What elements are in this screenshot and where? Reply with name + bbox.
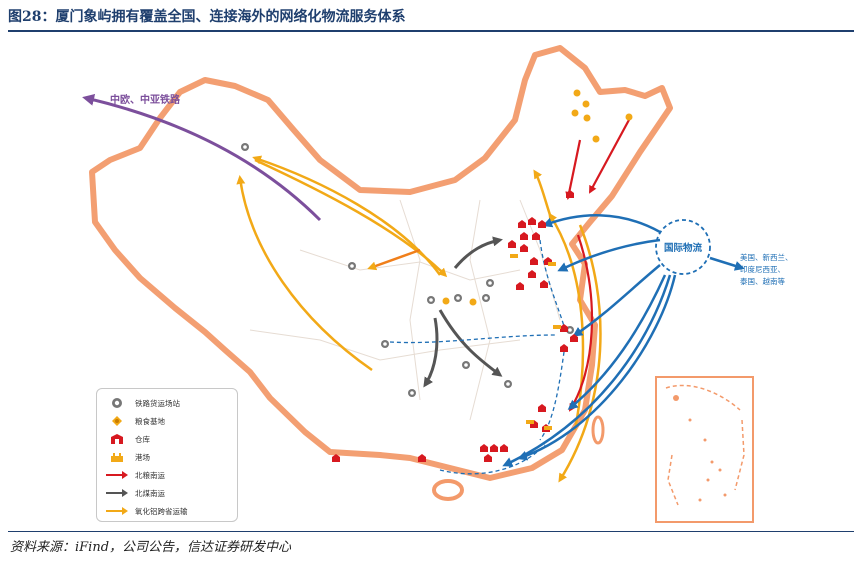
warehouse-icon	[570, 334, 578, 342]
hainan-island	[432, 479, 464, 501]
rail-station-icon	[454, 294, 462, 302]
international-logistics-label: 国际物流	[664, 243, 703, 254]
legend-label: 粮食基地	[135, 416, 165, 426]
rail-station-markers	[241, 143, 574, 397]
taiwan-island	[591, 415, 605, 445]
warehouse-icon	[560, 344, 568, 352]
legend-label: 氧化铝跨省运输	[135, 506, 188, 516]
port-icon	[544, 426, 552, 430]
figure-title: 图28：厦门象屿拥有覆盖全国、连接海外的网络化物流服务体系	[8, 9, 406, 25]
port-icon	[510, 254, 518, 258]
legend-item: 港场	[105, 449, 150, 465]
rail-station-icon	[348, 262, 356, 270]
grain-base-icon	[469, 298, 477, 306]
yellow-arrow-icon	[106, 507, 128, 515]
warehouse-icon	[508, 240, 516, 248]
warehouse-icon	[518, 220, 526, 228]
rail-station-icon	[408, 389, 416, 397]
warehouse-icon	[484, 454, 492, 462]
source-rule	[8, 531, 854, 532]
warehouse-icon	[520, 232, 528, 240]
legend-label: 北粮南运	[135, 470, 165, 480]
warehouse-icon	[530, 257, 538, 265]
warehouse-icon	[560, 324, 568, 332]
warehouse-icon	[540, 280, 548, 288]
legend-item: 北粮南运	[105, 467, 165, 483]
grain-base-icon	[573, 89, 581, 97]
south-sea-islands	[673, 395, 727, 502]
destinations-label-3: 泰国、越南等	[740, 277, 785, 286]
rail-station-icon	[241, 143, 249, 151]
rail-station-icon	[112, 398, 122, 408]
map-legend: 铁路货运场站 粮食基地 仓库 港场 北粮南运 北煤南运 氧化铝跨省运输	[96, 388, 238, 522]
grain-base-icon	[625, 113, 633, 121]
warehouse-icon	[332, 454, 340, 462]
warehouse-icon	[500, 444, 508, 452]
rail-station-icon	[381, 340, 389, 348]
orange-arrow	[367, 248, 421, 271]
grain-base-icon	[582, 100, 590, 108]
rail-station-icon	[504, 380, 512, 388]
gray-arrow-icon	[106, 489, 128, 497]
red-arrow-icon	[106, 471, 128, 479]
legend-item: 氧化铝跨省运输	[105, 503, 188, 519]
grain-base-icon	[592, 135, 600, 143]
grain-base-icon	[571, 109, 579, 117]
legend-item: 北煤南运	[105, 485, 165, 501]
warehouse-icon	[480, 444, 488, 452]
legend-label: 仓库	[135, 434, 150, 444]
destinations-label-2: 印度尼西亚、	[740, 265, 785, 274]
legend-item: 粮食基地	[105, 413, 165, 429]
port-icon	[548, 262, 556, 266]
legend-label: 北煤南运	[135, 488, 165, 498]
legend-label: 铁路货运场站	[135, 398, 180, 408]
port-markers	[510, 254, 561, 430]
south-sea-inset	[655, 376, 754, 523]
warehouse-icon	[566, 190, 574, 198]
warehouse-icon	[538, 220, 546, 228]
eurasia-rail-arrow	[82, 93, 322, 222]
title-rule	[8, 30, 854, 32]
legend-label: 港场	[135, 452, 150, 462]
warehouse-icon	[538, 404, 546, 412]
rail-station-icon	[482, 294, 490, 302]
warehouse-icon	[490, 444, 498, 452]
port-icon	[553, 325, 561, 329]
warehouse-icon	[418, 454, 426, 462]
warehouse-icon	[528, 217, 536, 225]
port-icon	[526, 420, 534, 424]
warehouse-icon	[111, 434, 123, 444]
legend-item: 铁路货运场站	[105, 395, 180, 411]
grain-base-icon	[442, 297, 450, 305]
eurasia-rail-label: 中欧、中亚铁路	[110, 95, 180, 106]
rail-station-icon	[486, 279, 494, 287]
destinations-label-1: 美国、新西兰、	[740, 253, 793, 262]
warehouse-icon	[532, 232, 540, 240]
port-icon	[111, 453, 123, 462]
rail-station-icon	[462, 361, 470, 369]
coal-arrows	[423, 236, 503, 388]
grain-base-icon	[583, 114, 591, 122]
grain-base-icon	[112, 416, 122, 426]
warehouse-icon	[516, 282, 524, 290]
international-arrows	[502, 214, 745, 467]
warehouse-icon	[528, 270, 536, 278]
grain-base-markers	[442, 89, 633, 306]
domestic-dashed-routes	[389, 239, 566, 475]
source-note: 资料来源：iFind，公司公告，信达证券研发中心	[10, 540, 292, 555]
warehouse-icon	[520, 244, 528, 252]
legend-item: 仓库	[105, 431, 150, 447]
rail-station-icon	[427, 296, 435, 304]
international-hub	[655, 219, 711, 275]
